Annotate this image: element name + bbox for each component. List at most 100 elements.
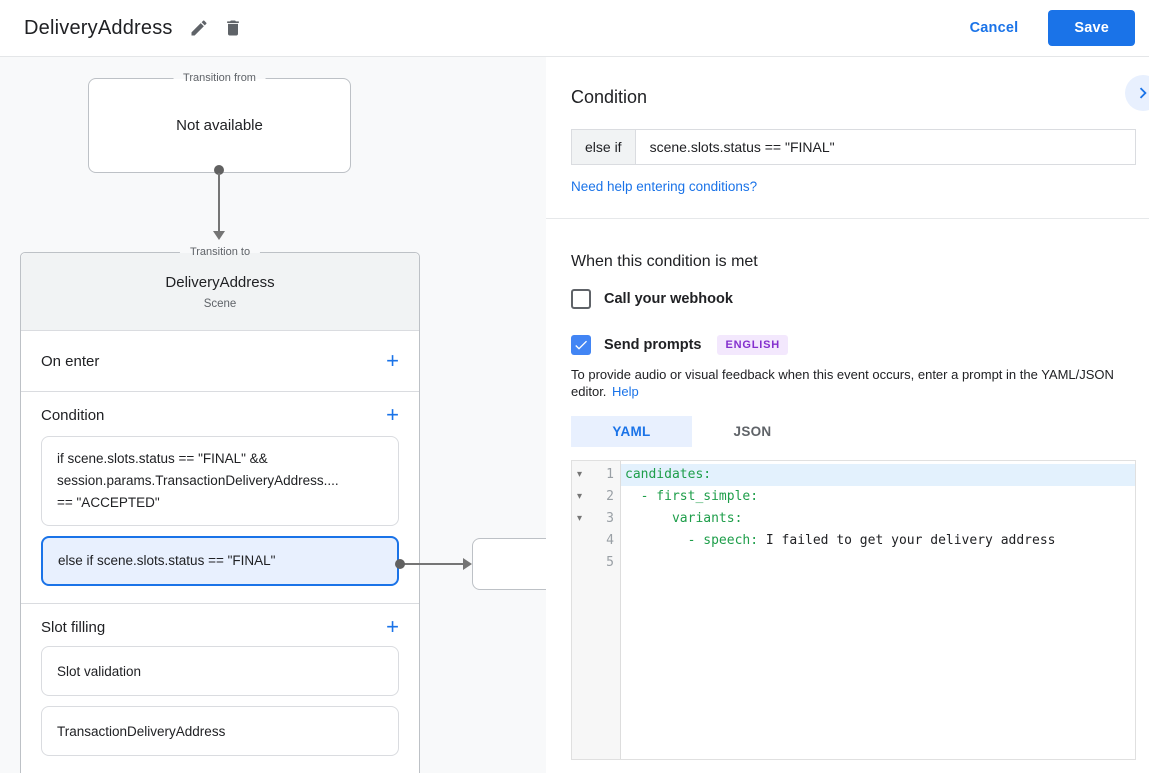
yaml-value: I failed to get your delivery address	[758, 533, 1056, 548]
transition-from-legend: Transition from	[173, 70, 266, 87]
fold-toggle-icon[interactable]: ▾	[577, 491, 583, 502]
fold-toggle-icon[interactable]: ▾	[577, 469, 583, 480]
yaml-key: candidates:	[625, 467, 712, 482]
send-prompts-option-row: Send prompts ENGLISH	[571, 335, 1136, 355]
panel-title: Condition	[571, 87, 648, 107]
description-help-link[interactable]: Help	[612, 384, 639, 399]
line-number: 2	[606, 489, 614, 504]
condition-section: Condition + if scene.slots.status == "FI…	[21, 392, 419, 604]
add-slot-button[interactable]: +	[386, 614, 399, 639]
code-line: 4 - speech: I failed to get your deliver…	[572, 530, 1135, 552]
slot-item-transaction-delivery-address[interactable]: TransactionDeliveryAddress	[41, 706, 399, 756]
transition-from-label: Not available	[176, 117, 263, 134]
checkmark-icon	[573, 337, 589, 353]
condition-help-link[interactable]: Need help entering conditions?	[571, 179, 758, 194]
condition-item-1-line: == "ACCEPTED"	[57, 495, 160, 510]
yaml-key: variants:	[625, 511, 743, 526]
connector-arrowhead-down	[213, 231, 225, 240]
editor-gutter	[572, 461, 621, 759]
yaml-key: - speech:	[625, 533, 759, 548]
condition-detail-panel: Condition else if scene.slots.status == …	[546, 57, 1149, 773]
code-text: variants:	[621, 508, 1135, 530]
description-text: To provide audio or visual feedback when…	[571, 367, 1114, 399]
delete-scene-button[interactable]	[219, 14, 247, 42]
connector-line-vertical	[218, 173, 220, 232]
condition-item-2-selected[interactable]: else if scene.slots.status == "FINAL"	[41, 536, 399, 586]
line-number: 3	[606, 511, 614, 526]
panel-divider	[546, 218, 1149, 219]
slot-filling-section: Slot filling + Slot validation Transacti…	[21, 604, 419, 773]
transition-to-legend: Transition to	[179, 244, 261, 261]
slot-item-label: Slot validation	[57, 663, 142, 679]
condition-section-header: Condition +	[21, 392, 419, 434]
line-number: 5	[606, 555, 614, 570]
line-number: 4	[606, 533, 614, 548]
add-on-enter-button[interactable]: +	[386, 348, 399, 373]
slot-item-validation[interactable]: Slot validation	[41, 646, 399, 696]
condition-label: Condition	[41, 406, 105, 424]
scene-diagram-canvas: Transition from Not available Transition…	[0, 57, 546, 773]
main-content: Transition from Not available Transition…	[0, 57, 1149, 773]
condition-expression-field: else if scene.slots.status == "FINAL"	[571, 129, 1136, 165]
call-webhook-label: Call your webhook	[604, 291, 733, 307]
connector-line-horizontal	[403, 563, 464, 565]
transition-from-node: Transition from Not available	[88, 70, 351, 173]
fold-spacer	[572, 530, 590, 552]
prompt-editor-description: To provide audio or visual feedback when…	[571, 366, 1136, 400]
fold-toggle-icon[interactable]: ▾	[577, 513, 583, 524]
code-line: 5	[572, 552, 1135, 574]
gutter-cell: 4	[572, 530, 621, 552]
code-text: - first_simple:	[621, 486, 1135, 508]
transition-target-node[interactable]	[472, 538, 546, 590]
condition-prefix-label: else if	[572, 130, 636, 164]
tab-json[interactable]: JSON	[692, 416, 813, 447]
connector-dot-horizontal	[395, 559, 405, 569]
page-title: DeliveryAddress	[24, 16, 173, 39]
collapse-panel-button[interactable]	[1125, 75, 1149, 111]
top-bar: DeliveryAddress Cancel Save	[0, 0, 1149, 57]
fold-spacer	[572, 552, 590, 574]
editor-format-tabs: YAML JSON	[571, 416, 1136, 447]
scene-card-subtitle: Scene	[203, 297, 237, 310]
gutter-cell: ▾ 2	[572, 486, 621, 508]
when-condition-met-heading: When this condition is met	[571, 253, 758, 270]
webhook-option-row: Call your webhook	[571, 289, 1136, 309]
save-button[interactable]: Save	[1048, 10, 1135, 46]
gutter-cell: 5	[572, 552, 621, 574]
condition-expression-input[interactable]: scene.slots.status == "FINAL"	[649, 139, 835, 155]
editor-lines: ▾ 1 candidates: ▾ 2 - first_simple: ▾	[572, 461, 1135, 574]
yaml-code-editor[interactable]: ▾ 1 candidates: ▾ 2 - first_simple: ▾	[571, 460, 1136, 760]
add-condition-button[interactable]: +	[386, 402, 399, 427]
condition-item-1-line: session.params.TransactionDeliveryAddres…	[57, 473, 339, 488]
code-text: candidates:	[621, 464, 1135, 486]
chevron-right-icon	[1132, 82, 1149, 104]
on-enter-label: On enter	[41, 352, 100, 370]
slot-filling-label: Slot filling	[41, 618, 106, 636]
send-prompts-checkbox[interactable]	[571, 335, 591, 355]
code-text: - speech: I failed to get your delivery …	[621, 530, 1135, 552]
on-enter-section: On enter +	[21, 331, 419, 392]
code-text	[621, 552, 1135, 574]
send-prompts-label: Send prompts	[604, 337, 702, 353]
code-line: ▾ 2 - first_simple:	[572, 486, 1135, 508]
transition-to-card: Transition to DeliveryAddress Scene On e…	[20, 244, 420, 773]
gutter-cell: ▾ 3	[572, 508, 621, 530]
code-line: ▾ 3 variants:	[572, 508, 1135, 530]
condition-item-1[interactable]: if scene.slots.status == "FINAL" && sess…	[41, 436, 399, 526]
scene-card-title: DeliveryAddress	[165, 273, 275, 291]
yaml-key: - first_simple:	[625, 489, 759, 504]
code-line: ▾ 1 candidates:	[572, 464, 1135, 486]
gutter-cell: ▾ 1	[572, 464, 621, 486]
call-webhook-checkbox[interactable]	[571, 289, 591, 309]
trash-icon	[223, 18, 243, 38]
condition-item-1-line: if scene.slots.status == "FINAL" &&	[57, 451, 268, 466]
tab-yaml[interactable]: YAML	[571, 416, 692, 447]
scene-card-header: DeliveryAddress Scene	[21, 253, 419, 331]
cancel-button[interactable]: Cancel	[969, 20, 1019, 36]
line-number: 1	[606, 467, 614, 482]
pencil-icon	[189, 18, 209, 38]
language-badge: ENGLISH	[717, 335, 788, 355]
edit-scene-button[interactable]	[185, 14, 213, 42]
condition-item-2-line: else if scene.slots.status == "FINAL"	[58, 553, 276, 568]
